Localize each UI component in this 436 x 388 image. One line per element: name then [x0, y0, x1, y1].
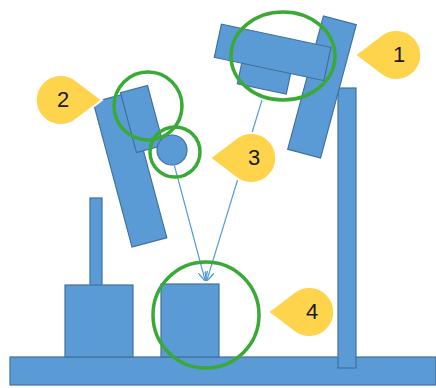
lens [157, 135, 187, 165]
base [10, 357, 436, 385]
highlight-circle [231, 12, 335, 100]
highlight-circle [153, 262, 259, 368]
callout-bubble [355, 30, 421, 80]
callout-number: 1 [379, 40, 419, 70]
callout-number: 3 [234, 143, 274, 173]
left-block [65, 285, 133, 357]
target-box [161, 284, 219, 357]
sight-line [207, 100, 262, 280]
highlight-circle [150, 127, 200, 177]
highlight-circle [114, 72, 182, 140]
callout-number: 2 [43, 85, 83, 115]
right-pole [338, 88, 356, 368]
left-pole [90, 198, 102, 290]
left-mount [120, 85, 163, 152]
callout-bubble [36, 75, 102, 125]
callout-bubble [210, 133, 276, 183]
callout-bubble [268, 287, 334, 337]
right-camera [210, 24, 331, 101]
callout-number: 4 [292, 297, 332, 327]
